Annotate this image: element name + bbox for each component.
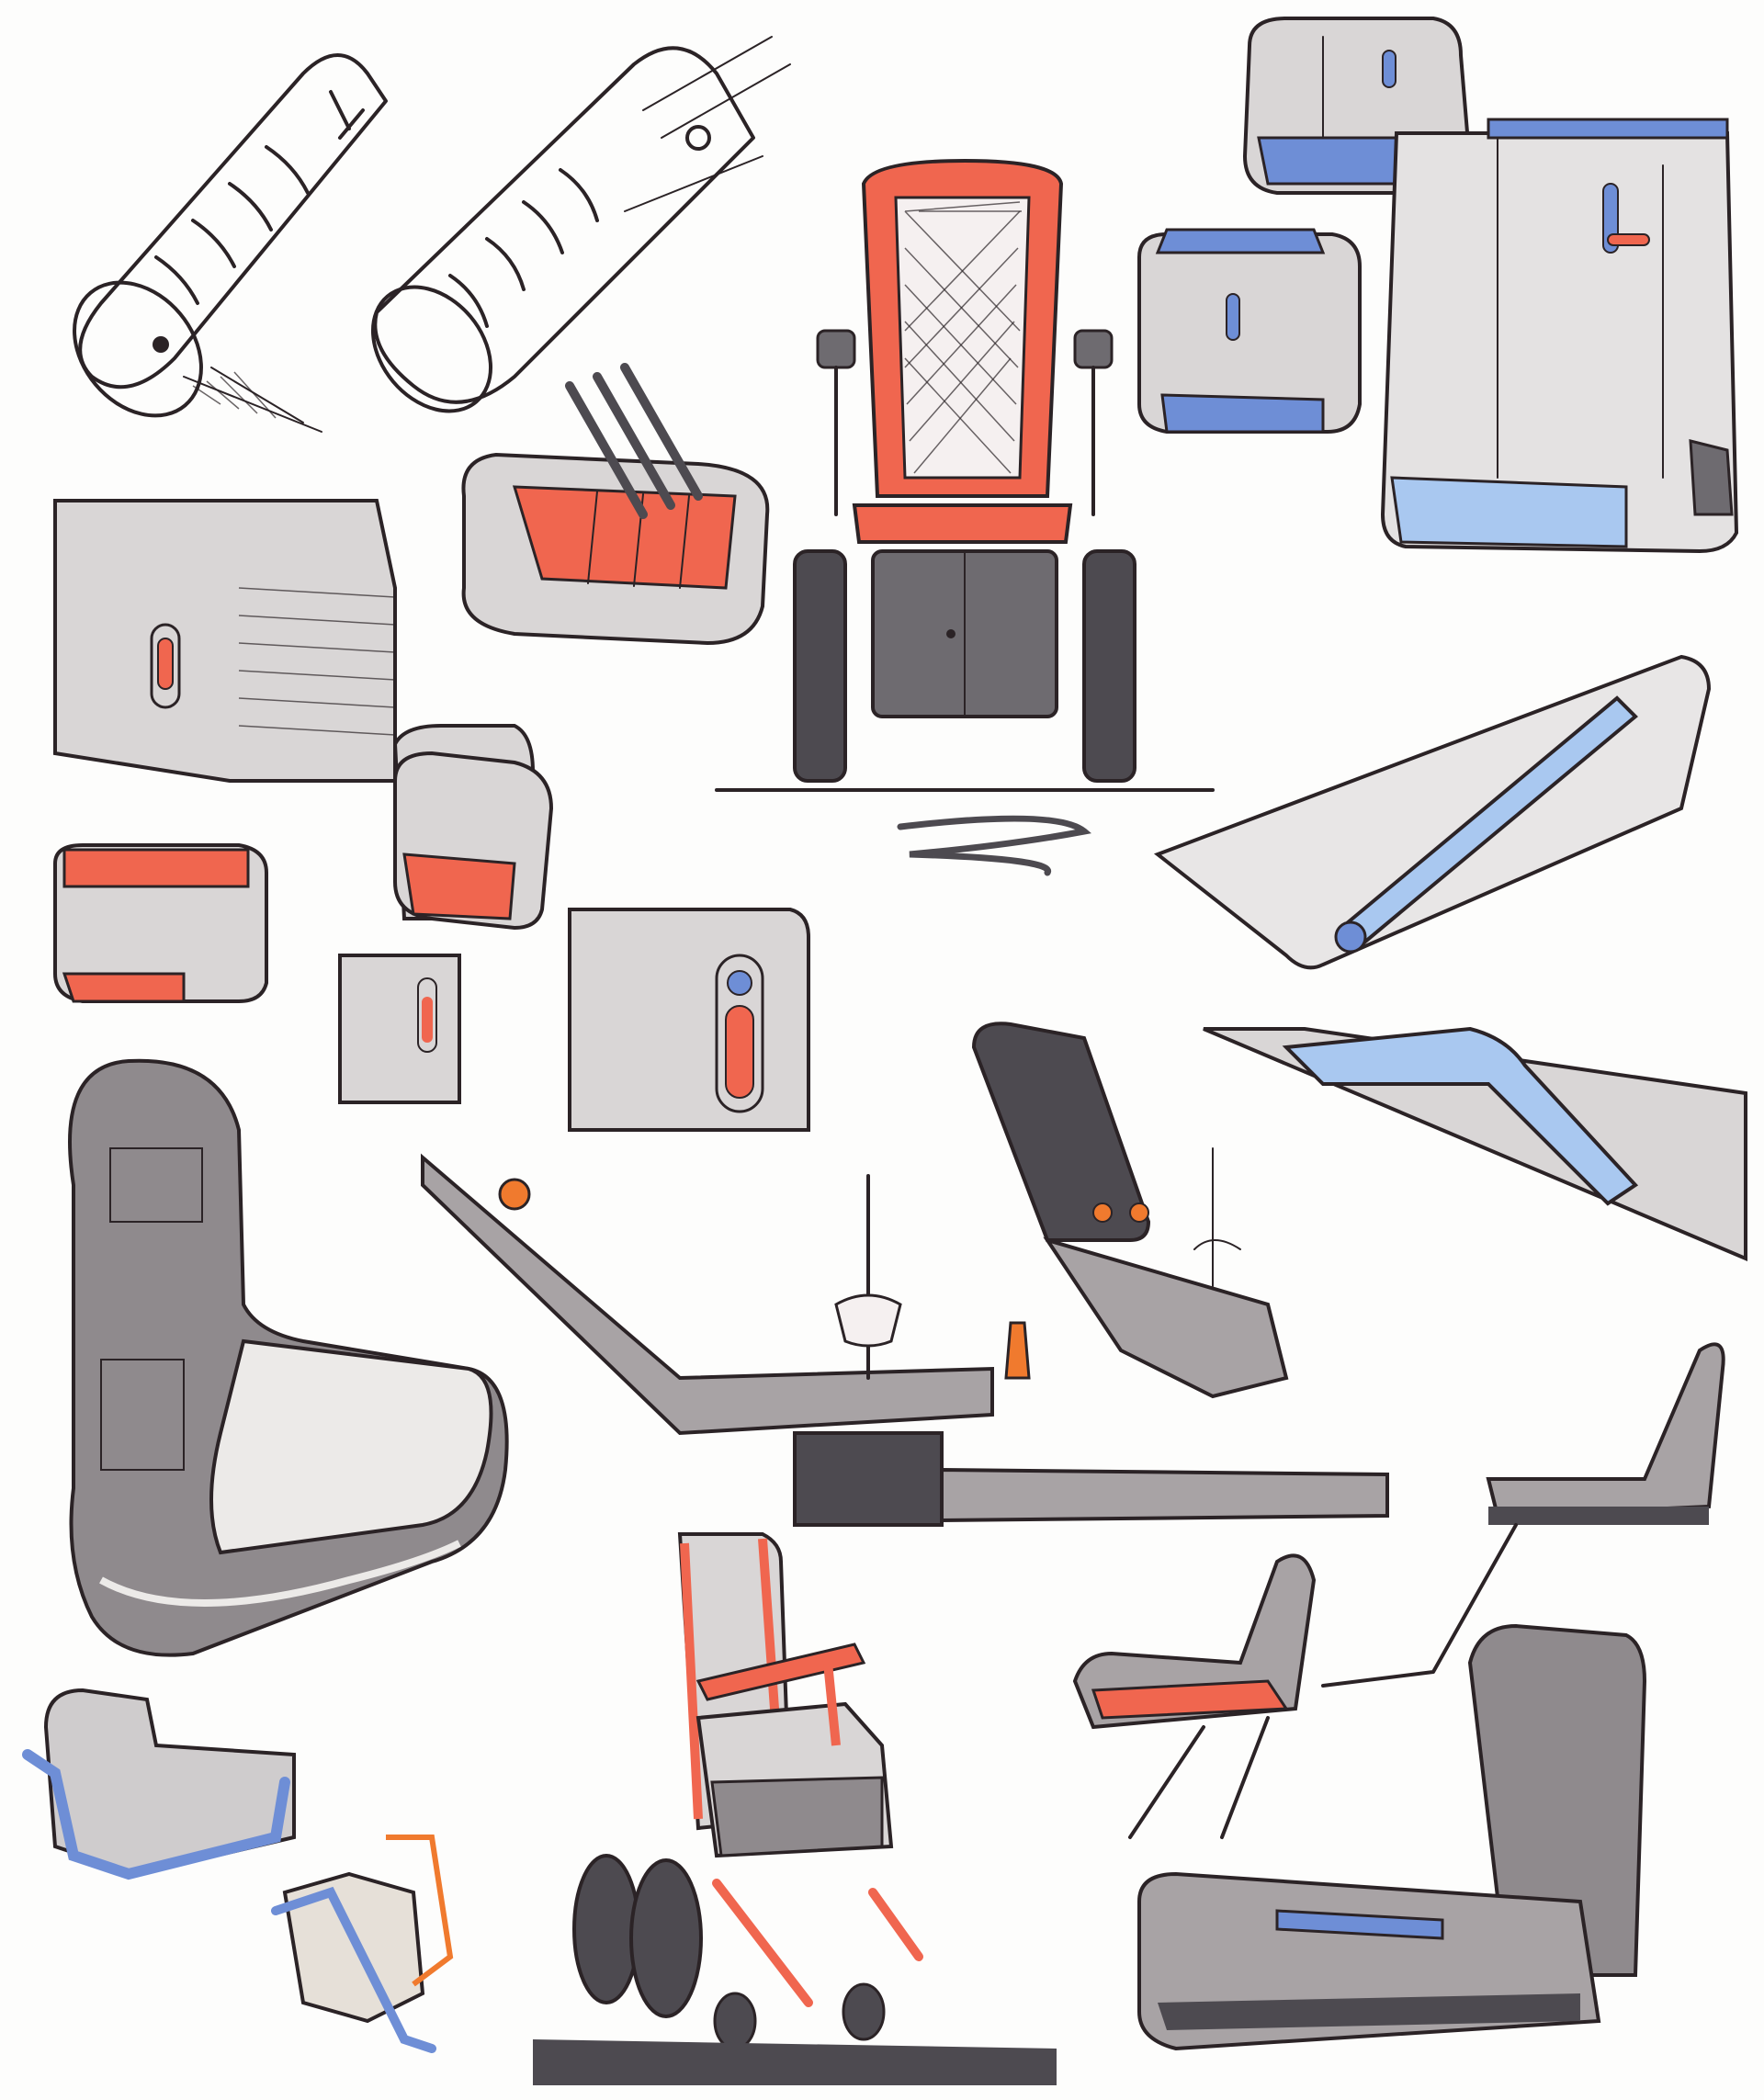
battery-box-red-sketch bbox=[461, 363, 770, 646]
folding-seat-sketch bbox=[1072, 1342, 1725, 2051]
seat-cushion-sketch bbox=[68, 1058, 509, 1657]
armrest-control-sketch bbox=[421, 1022, 1389, 1527]
storage-module-large-sketch bbox=[1137, 118, 1739, 554]
blue-frame-chair-sketch bbox=[22, 1688, 454, 2053]
wheelchair-side-view-sketch bbox=[533, 1532, 1057, 2085]
hinge-joint-sketch-b bbox=[370, 36, 791, 413]
panel-corner-latch-sketch bbox=[53, 499, 810, 1132]
wheelchair-front-view-sketch bbox=[715, 158, 1215, 876]
hinge-joint-sketch-a bbox=[73, 53, 388, 433]
handle-blue-sketch bbox=[1153, 654, 1747, 1262]
